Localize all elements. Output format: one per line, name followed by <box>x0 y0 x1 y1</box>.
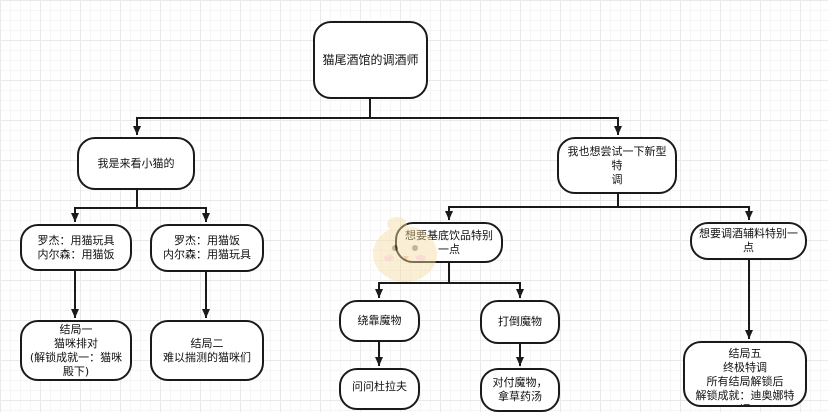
edge-choice1-sub <box>375 263 450 298</box>
left-choice-2-node: 罗杰：用猫饭 内尔森：用猫玩具 <box>150 224 264 272</box>
ending-5-node: 结局五 终极特调 所有结局解锁后 解锁成就：迪奥娜特调 <box>683 341 807 407</box>
sub-result-2-node: 对付魔物， 拿草药汤 <box>480 368 560 412</box>
sub-result-1-node: 问问杜拉夫 <box>339 368 420 410</box>
edge-sub-right <box>449 282 524 298</box>
ending-2-node: 结局二 难以揣测的猫咪们 <box>150 320 264 381</box>
branch-left-node: 我是来看小猫的 <box>77 137 195 190</box>
edge-right-choice2 <box>618 206 753 220</box>
right-choice-1-node: 想要基底饮品特别 一点 <box>395 222 503 263</box>
sub-choice-2-node: 打倒魔物 <box>480 300 560 344</box>
sub-choice-1-node: 绕靠魔物 <box>339 300 420 342</box>
branch-right-node: 我也想尝试一下新型特 调 <box>557 137 677 194</box>
flowchart: 猫尾酒馆的调酒师 我是来看小猫的 我也想尝试一下新型特 调 罗杰：用猫玩具 内尔… <box>20 21 807 412</box>
right-choice-2-node: 想要调酒辅料特别一 点 <box>690 222 807 260</box>
edge-left-choice2 <box>137 207 210 222</box>
edge-left-choice1 <box>71 190 138 222</box>
edge-root-left <box>133 99 371 135</box>
left-choice-1-node: 罗杰：用猫玩具 内尔森：用猫饭 <box>20 224 132 271</box>
connector-lines <box>71 99 753 366</box>
edge-root-right <box>370 117 622 135</box>
root-node: 猫尾酒馆的调酒师 <box>313 21 428 99</box>
ending-1-node: 结局一 猫咪排对 (解锁成就一：猫咪 殿下) <box>20 320 132 381</box>
edge-right-choice1 <box>445 194 619 220</box>
